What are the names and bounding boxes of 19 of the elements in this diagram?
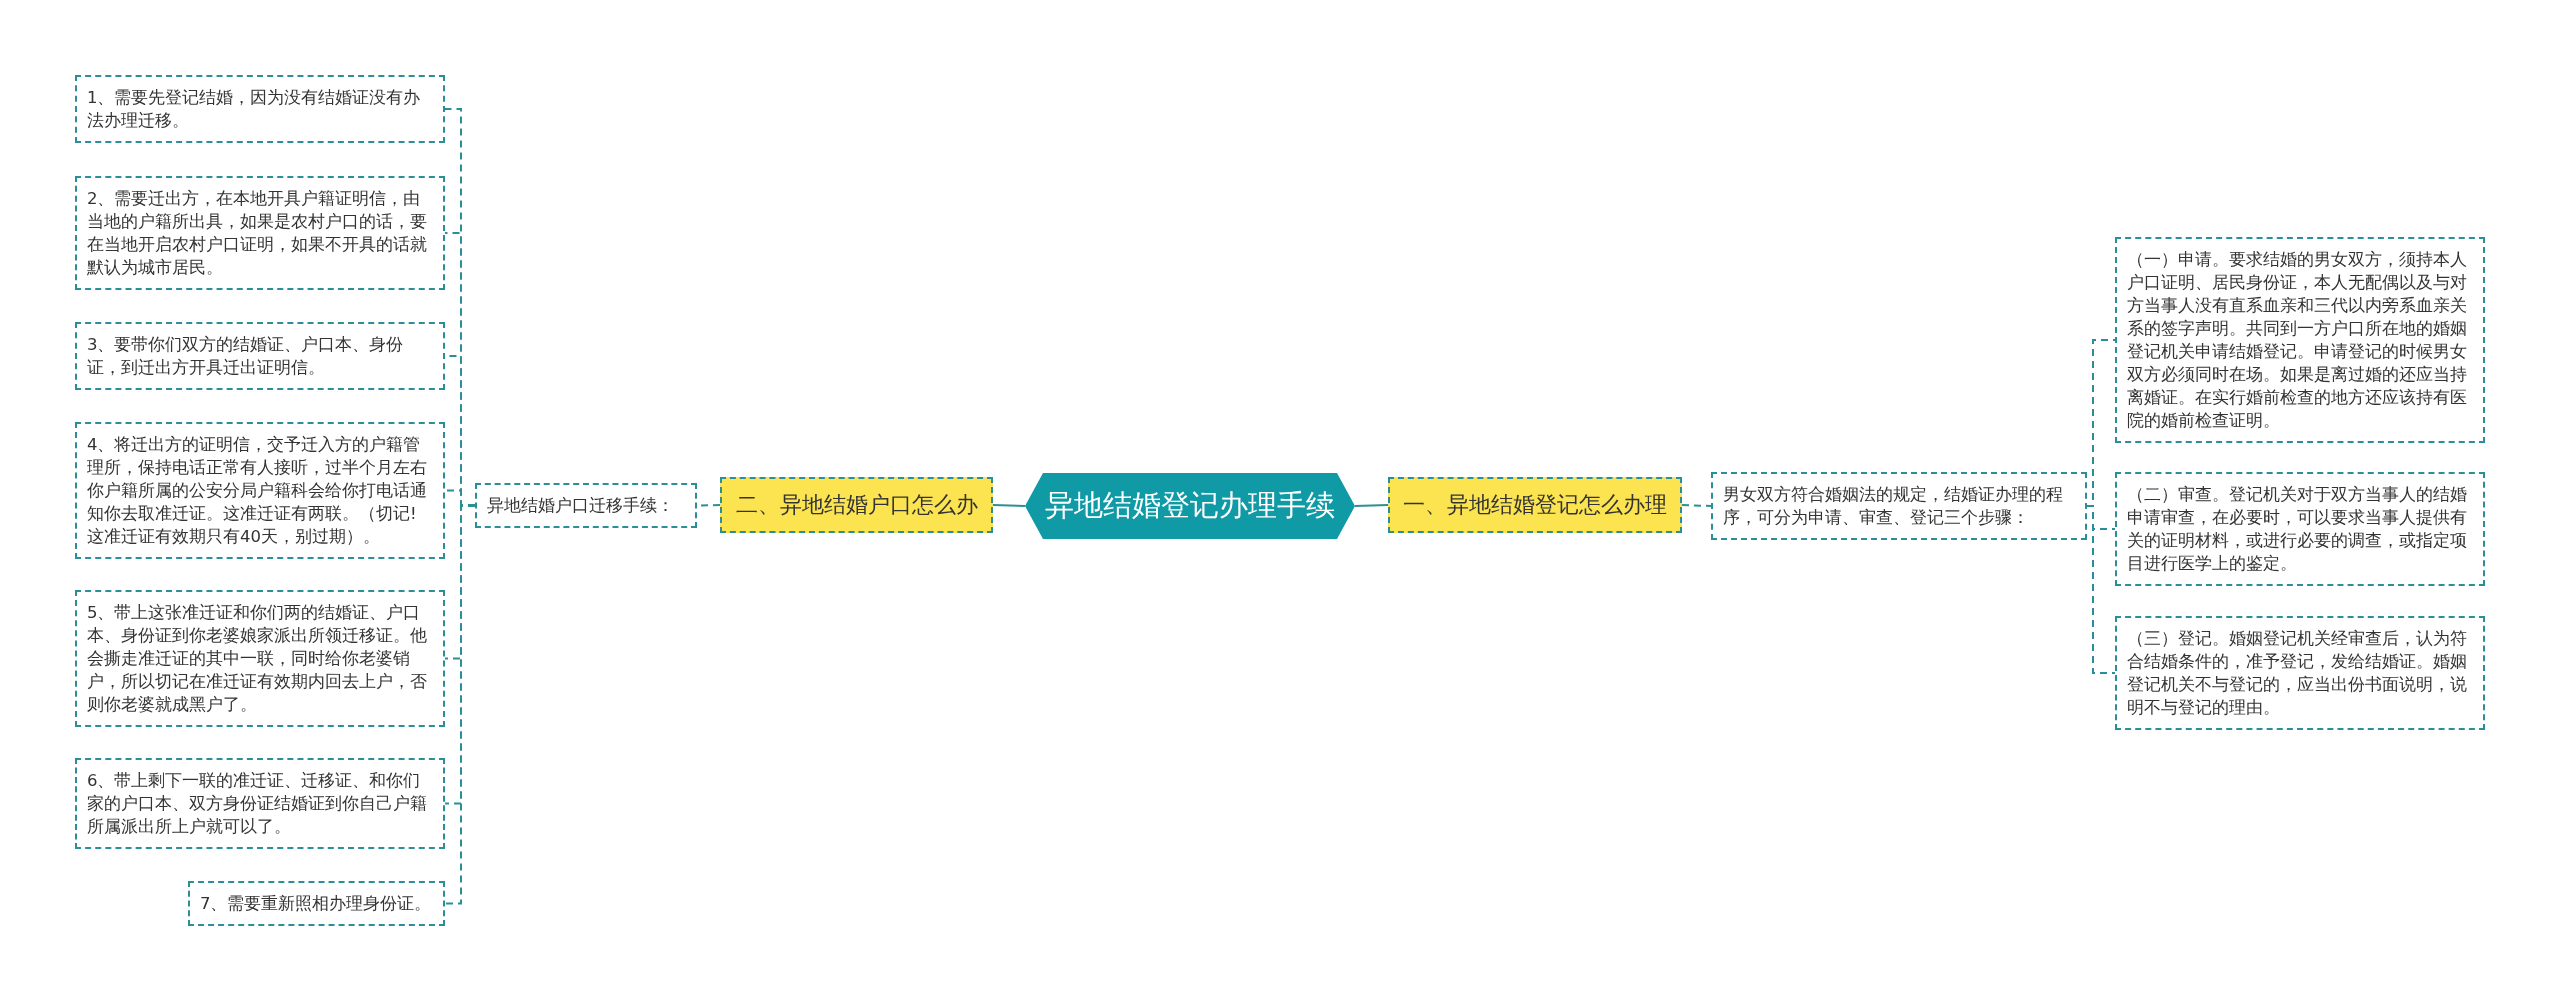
text-box: 3、要带你们双方的结婚证、户口本、身份证，到迁出方开具迁出证明信。 <box>75 322 445 390</box>
central-topic: 异地结婚登记办理手续 <box>1025 473 1355 539</box>
branch-topic: 二、异地结婚户口怎么办 <box>720 477 993 533</box>
text-box: 1、需要先登记结婚，因为没有结婚证没有办法办理迁移。 <box>75 75 445 143</box>
connector-line <box>1354 504 1389 507</box>
text-box: 4、将迁出方的证明信，交予迁入方的户籍管理所，保持电话正常有人接听，过半个月左右你户籍所属的公安分局户籍科会给你打电话通知你去取准迁证。这准迁证有两联。（切记!这准迁证有效期只有40天，别过期）。 <box>75 422 445 559</box>
text-box: 异地结婚户口迁移手续： <box>475 483 697 528</box>
text-box: 7、需要重新照相办理身份证。 <box>188 881 445 926</box>
text-box: （一）申请。要求结婚的男女双方，须持本人户口证明、居民身份证，本人无配偶以及与对方当事人没有直系血亲和三代以内旁系血亲关系的签字声明。共同到一方户口所在地的婚姻登记机关申请结婚登记。申请登记的时候男女双方必须同时在场。如果是离过婚的还应当持离婚证。在实行婚前检查的地方还应该持有医院的婚前检查证明。 <box>2115 237 2485 443</box>
text-box: （三）登记。婚姻登记机关经审查后，认为符合结婚条件的，准予登记，发给结婚证。婚姻登记机关不与登记的，应当出份书面说明，说明不与登记的理由。 <box>2115 616 2485 730</box>
text-box: 男女双方符合婚姻法的规定，结婚证办理的程序，可分为申请、审查、登记三个步骤： <box>1711 472 2087 540</box>
connector-line <box>2086 505 2116 674</box>
text-box: 2、需要迁出方，在本地开具户籍证明信，由当地的户籍所出具，如果是农村户口的话，要在当地开启农村户口证明，如果不开具的话就默认为城市居民。 <box>75 176 445 290</box>
text-box: 5、带上这张准迁证和你们两的结婚证、户口本、身份证到你老婆娘家派出所领迁移证。他会撕走准迁证的其中一联，同时给你老婆销户，所以切记在准迁证有效期内回去上户，否则你老婆就成黑户了。 <box>75 590 445 727</box>
text-box: 6、带上剩下一联的准迁证、迁移证、和你们家的户口本、双方身份证结婚证到你自己户籍所属派出所上户就可以了。 <box>75 758 445 849</box>
text-box: （二）审查。登记机关对于双方当事人的结婚申请审查，在必要时，可以要求当事人提供有关的证明材料，或进行必要的调查，或指定项目进行医学上的鉴定。 <box>2115 472 2485 586</box>
branch-topic: 一、异地结婚登记怎么办理 <box>1388 477 1682 533</box>
connector-line <box>992 504 1026 507</box>
connector-line <box>1681 504 1712 507</box>
